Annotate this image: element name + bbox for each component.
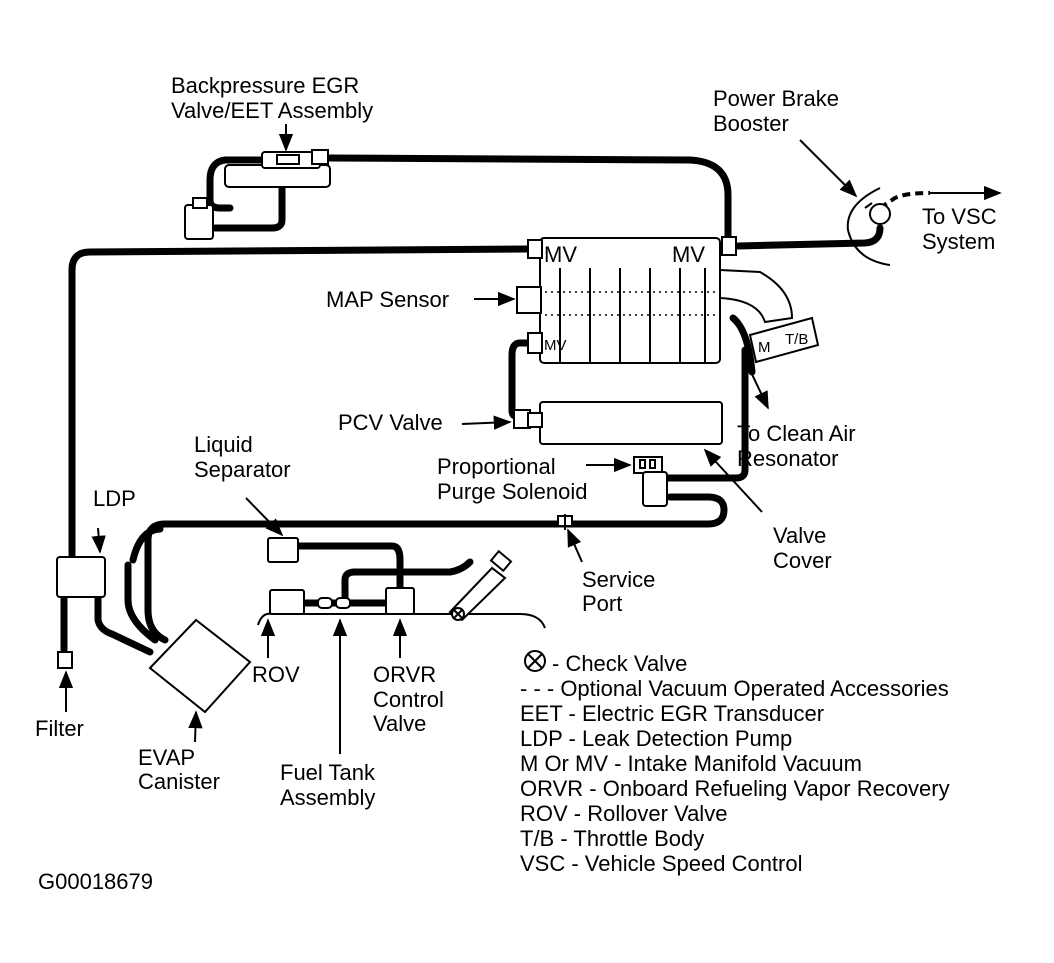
diagram-labels: Backpressure EGR Valve/EET Assembly Powe… (35, 73, 997, 810)
label-fuel-tank-line1: Fuel Tank (280, 760, 376, 785)
label-ldp: LDP (93, 486, 136, 511)
label-clean-air-line2: Resonator (737, 446, 839, 471)
label-mv-left: MV (544, 242, 577, 267)
label-service-port-line1: Service (582, 567, 655, 592)
legend-item-rov: ROV - Rollover Valve (520, 801, 727, 826)
ldp-pump (56, 556, 106, 598)
label-vsc-line2: System (922, 229, 995, 254)
legend-item-optional: - - - Optional Vacuum Operated Accessori… (520, 676, 949, 701)
egr-valve-assembly (184, 149, 331, 240)
fuel-tank (257, 549, 546, 629)
label-valve-cover-line1: Valve (773, 523, 826, 548)
liquid-separator (267, 537, 299, 563)
label-orvr-line2: Control (373, 687, 444, 712)
label-rov: ROV (252, 662, 300, 687)
label-orvr-line3: Valve (373, 711, 426, 736)
legend-item-mv: M Or MV - Intake Manifold Vacuum (520, 751, 862, 776)
label-clean-air-line1: To Clean Air (737, 421, 856, 446)
label-evap-line1: EVAP (138, 745, 195, 770)
label-pcv-valve: PCV Valve (338, 410, 443, 435)
throttle-body (748, 316, 820, 364)
legend-item-ldp: LDP - Leak Detection Pump (520, 726, 792, 751)
label-fuel-tank-line2: Assembly (280, 785, 375, 810)
label-mv-right: MV (672, 242, 705, 267)
label-tb-port: T/B (785, 331, 808, 348)
label-m-port: M (758, 339, 771, 356)
label-vsc-line1: To VSC (922, 204, 997, 229)
label-egr-line1: Backpressure EGR (171, 73, 359, 98)
legend-item-orvr: ORVR - Onboard Refueling Vapor Recovery (520, 776, 950, 801)
label-liquid-sep-line1: Liquid (194, 432, 253, 457)
filter-part (57, 651, 73, 669)
label-mv-small: MV (544, 337, 567, 354)
power-brake-booster (846, 187, 891, 266)
label-egr-line2: Valve/EET Assembly (171, 98, 373, 123)
intake-manifold (516, 236, 794, 364)
label-brake-line2: Booster (713, 111, 789, 136)
legend-item-vsc: VSC - Vehicle Speed Control (520, 851, 803, 876)
figure-id: G00018679 (38, 869, 153, 894)
service-port (557, 514, 573, 530)
label-service-port-line2: Port (582, 591, 622, 616)
valve-cover (513, 401, 723, 445)
legend: - Check Valve - - - Optional Vacuum Oper… (520, 650, 950, 876)
label-filter: Filter (35, 716, 84, 741)
label-purge-line2: Purge Solenoid (437, 479, 587, 504)
label-evap-line2: Canister (138, 769, 220, 794)
label-brake-line1: Power Brake (713, 86, 839, 111)
label-valve-cover-line2: Cover (773, 548, 832, 573)
legend-item-eet: EET - Electric EGR Transducer (520, 701, 824, 726)
leader-arrows (58, 124, 1002, 754)
legend-item-check-valve: - Check Valve (552, 651, 687, 676)
label-purge-line1: Proportional (437, 454, 556, 479)
label-map-sensor: MAP Sensor (326, 287, 449, 312)
check-valve-icon (524, 650, 546, 672)
label-orvr-line1: ORVR (373, 662, 436, 687)
evap-canister (148, 618, 252, 714)
label-liquid-sep-line2: Separator (194, 457, 291, 482)
purge-solenoid (633, 456, 668, 507)
legend-item-tb: T/B - Throttle Body (520, 826, 704, 851)
